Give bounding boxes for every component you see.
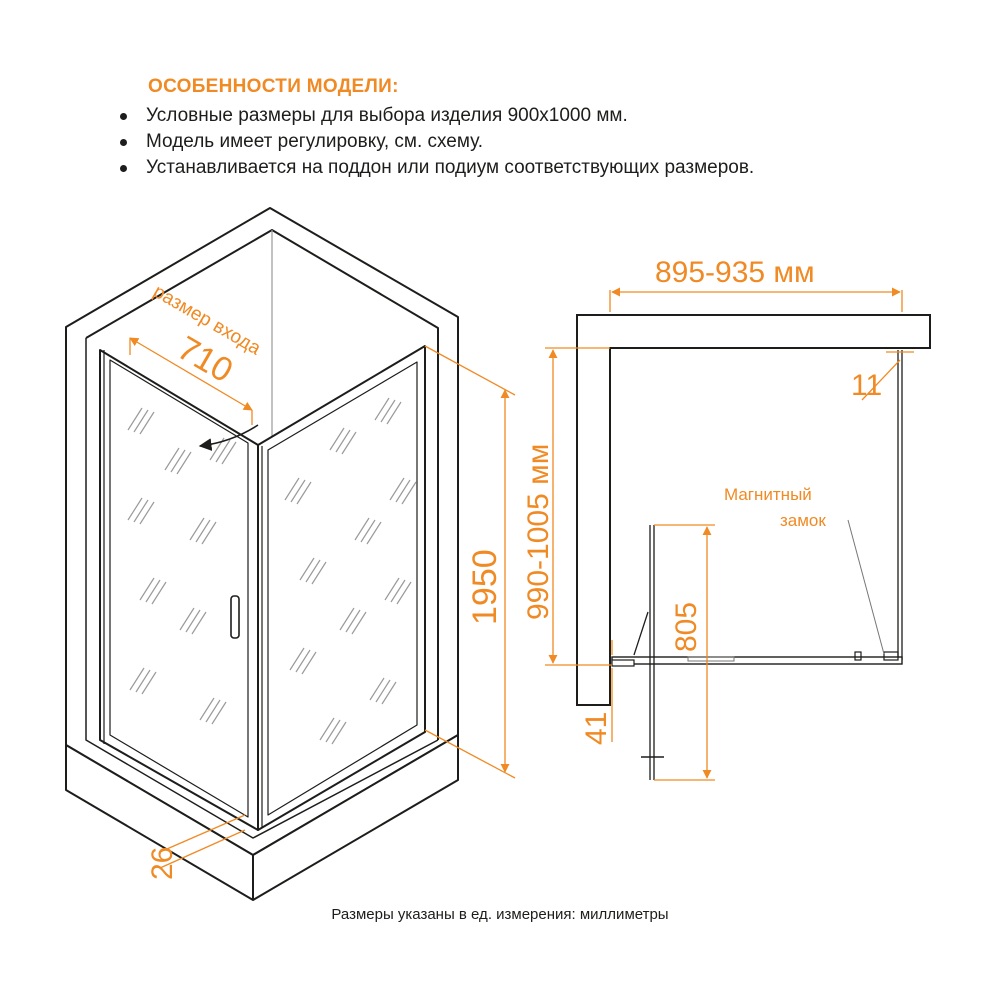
door-glass (109, 359, 249, 818)
gap-value: 11 (851, 369, 882, 402)
door-value: 805 (670, 602, 703, 652)
bottom-value: 26 (146, 847, 179, 880)
floor-inner (85, 338, 439, 839)
feature-item: Модель имеет регулировку, см. схему. (118, 129, 958, 155)
depth-range: 990-1005 мм (522, 444, 555, 620)
width-range: 895-935 мм (655, 256, 815, 289)
magnetic-lock-annotation: Магнитный замок (724, 485, 885, 655)
feature-item: Условные размеры для выбора изделия 900х… (118, 103, 958, 129)
offset-value: 41 (580, 712, 613, 745)
door-open-arrow (198, 424, 259, 451)
side-panel-glass (267, 361, 418, 816)
features-block: ОСОБЕННОСТИ МОДЕЛИ: Условные размеры для… (118, 76, 958, 181)
side-panel-frame (257, 345, 426, 831)
back-wall-inner (85, 229, 439, 740)
feature-item: Устанавливается на поддон или подиум соо… (118, 155, 958, 181)
features-list: Условные размеры для выбора изделия 900х… (118, 103, 958, 181)
isometric-view (65, 207, 459, 901)
magnetic-lock-line2: замок (780, 511, 826, 530)
units-note: Размеры указаны в ед. измерения: миллиме… (331, 906, 669, 923)
plan-dimensions (545, 287, 914, 781)
door-frame (99, 349, 259, 831)
iso-dimensions (129, 337, 516, 869)
magnetic-lock-line1: Магнитный (724, 485, 812, 504)
glass-texture (127, 397, 417, 745)
features-title: ОСОБЕННОСТИ МОДЕЛИ: (148, 76, 399, 97)
height-value: 1950 (466, 549, 504, 625)
door-handle (230, 595, 240, 639)
